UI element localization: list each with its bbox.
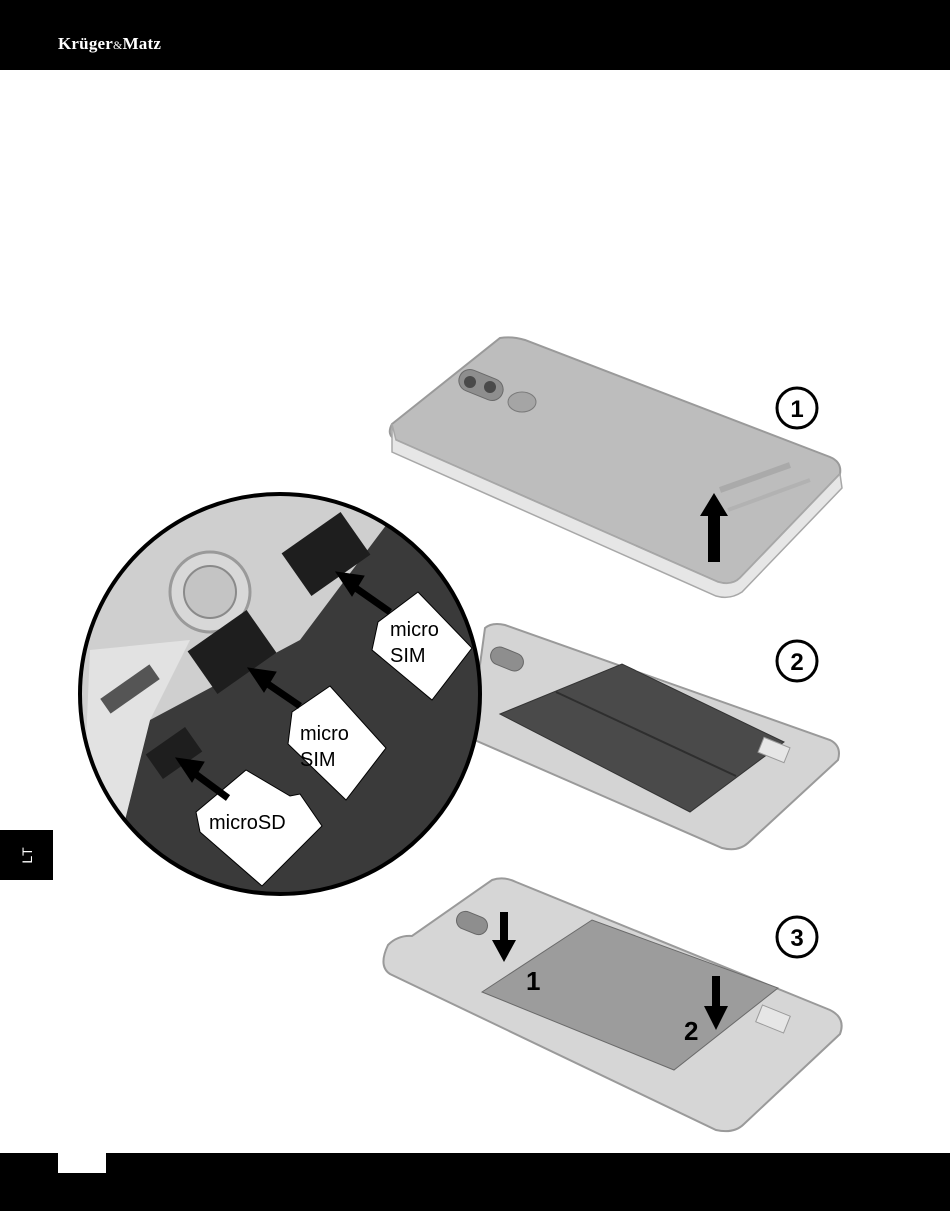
language-label: LT [19,846,35,863]
footer-bar [0,1153,950,1211]
step-1-badge: 1 [777,388,817,428]
sim-b-label-line2: SIM [300,749,336,771]
phone-back-cover [390,337,842,597]
step-3-badge: 3 [777,917,817,957]
sim-a-label-line1: micro [390,619,439,641]
sim-a-label-line2: SIM [390,645,426,667]
battery-mark-1: 1 [526,966,540,996]
language-tab: LT [0,830,53,880]
battery-mark-2: 2 [684,1016,698,1046]
step-3-number: 3 [790,925,803,952]
page-number-box [58,1153,106,1173]
step-1-number: 1 [790,396,803,423]
step-2-number: 2 [790,649,803,676]
microsd-label: microSD [209,812,286,834]
step-2-badge: 2 [777,641,817,681]
sim-b-label-line1: micro [300,723,349,745]
phone-battery [383,878,841,1131]
